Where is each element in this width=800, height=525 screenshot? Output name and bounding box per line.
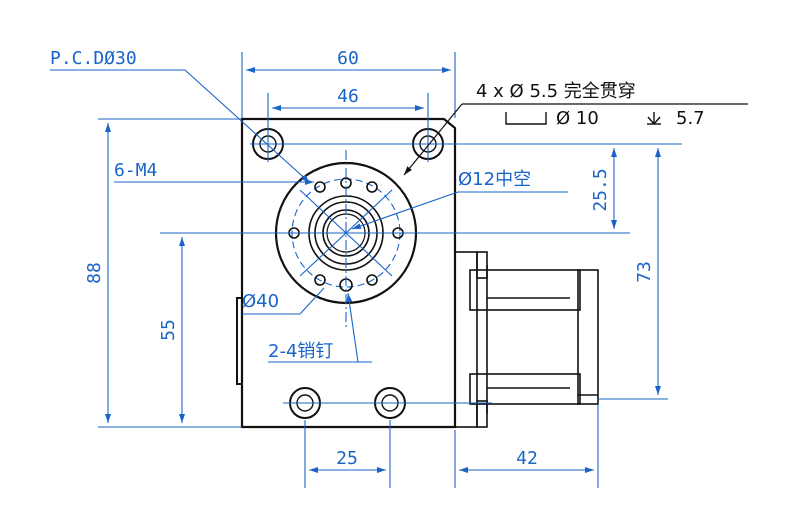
depth-value: 5.7 (676, 108, 705, 129)
dim-88-label: 88 (84, 262, 105, 284)
dimension-42: 42 (454, 404, 599, 488)
dim-25-label: 25 (336, 448, 358, 469)
bore-callout: Ø12中空 (351, 169, 568, 230)
pcd-label: P.C.DØ30 (50, 48, 137, 69)
motor-body (454, 251, 599, 428)
dim-46-label: 46 (337, 86, 359, 107)
counterbore-diameter: Ø 10 (556, 108, 599, 129)
dim-25-5-label: 25.5 (590, 168, 611, 211)
flange-diameter-callout: Ø40 (242, 287, 325, 315)
dim-60-label: 60 (337, 48, 359, 69)
bore-label: Ø12中空 (458, 169, 531, 190)
dim-42-label: 42 (516, 448, 538, 469)
flange-diameter-label: Ø40 (242, 291, 279, 312)
dimension-73: 73 (598, 148, 668, 400)
dimension-60: 60 (241, 48, 456, 118)
dimension-25: 25 (304, 420, 391, 488)
pcd-callout: P.C.DØ30 (50, 48, 311, 184)
dimension-25-5: 25.5 (590, 148, 617, 229)
counterbore-icon (505, 112, 547, 125)
dim-73-label: 73 (634, 261, 655, 283)
center-lines (160, 126, 682, 404)
depth-icon (647, 112, 661, 126)
dimension-88: 88 (84, 118, 242, 428)
thread-callout: 6-M4 (114, 160, 314, 185)
hole-callout: 4 x Ø 5.5 完全贯穿 Ø 10 5.7 (403, 81, 748, 176)
dim-55-label: 55 (158, 319, 179, 341)
hole-callout-line1: 4 x Ø 5.5 完全贯穿 (476, 81, 636, 102)
pin-callout: 2-4销钉 (268, 292, 372, 363)
dimension-46: 46 (267, 86, 429, 128)
dimension-55: 55 (158, 237, 242, 428)
pin-label: 2-4销钉 (268, 341, 333, 362)
m4-label: 6-M4 (114, 160, 157, 181)
